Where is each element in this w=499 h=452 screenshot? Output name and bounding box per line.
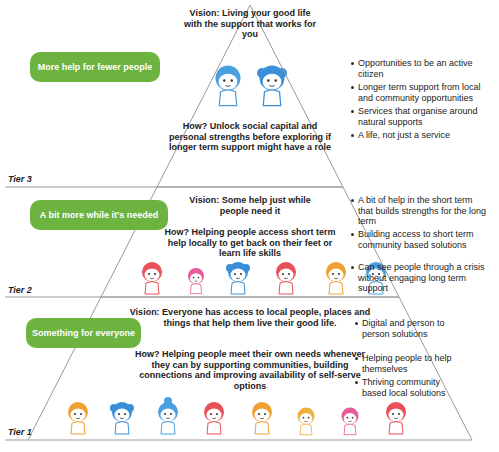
bullet-dot [351,62,354,65]
tier-pill: More help for fewer people [30,52,160,82]
how-text: How? Helping people access short term he… [163,227,337,259]
how-text: How? Unlock social capital and personal … [165,121,335,153]
bullet-text: Building access to short term community … [358,229,474,250]
pill-text: More help for fewer people [38,62,153,72]
person-figure [204,402,224,434]
bullet-text: A bit of help in the short term that bui… [358,195,486,226]
tier-pill: A bit more while it's needed [30,200,168,230]
bullet-item: A life, not just a service [358,130,493,141]
bullet-dot [355,357,358,360]
bullet-dot [355,322,358,325]
pill-text: A bit more while it's needed [40,210,158,220]
band-shape [101,187,399,297]
bullet-text: Thriving community based local solutions [362,377,446,398]
person-figure [257,66,287,106]
bullet-dot [351,199,354,202]
bullet-dot [355,381,358,384]
bullet-item: Opportunities to be an active citizen [358,58,493,79]
bullet-item: Helping people to help themselves [362,353,462,374]
bullet-dot [351,86,354,89]
bullet-item: Services that organise around natural su… [358,106,493,127]
pill-text: Something for everyone [32,328,135,338]
bullet-text: Services that organise around natural su… [358,106,478,127]
bullet-item: Building access to short term community … [358,229,490,250]
bullet-text: Helping people to help themselves [362,353,452,374]
band-shape [157,5,343,187]
person-figure [68,402,88,434]
bullet-dot [351,134,354,137]
bullet-dot [351,233,354,236]
person-figure [386,402,406,434]
bullet-item: Thriving community based local solutions [362,377,462,398]
band-shape [28,297,472,440]
tier-pill: Something for everyone [26,318,141,348]
person-figure [158,397,178,434]
person-figure [252,402,272,434]
tier-label: Tier 2 [8,285,68,296]
how-text: How? Helping people meet their own needs… [130,349,370,391]
bullet-dot [351,266,354,269]
person-figure [276,262,296,294]
person-figure [226,262,250,294]
vision-text: Vision: Living your good life with the s… [183,8,317,40]
tier-text: Tier 3 [8,174,32,184]
vision-text: Vision: Everyone has access to local peo… [120,307,380,328]
person-figure [142,262,162,294]
tier-label: Tier 1 [8,427,68,438]
person-figure [326,262,346,294]
person-figure [298,408,315,435]
bullet-text: Digital and person to person solutions [362,318,445,339]
bullet-item: Digital and person to person solutions [362,318,462,339]
vision-text: Vision: Some help just while people need… [177,195,323,216]
person-figure [342,408,359,435]
bullet-text: Longer term support from local and commu… [358,82,481,103]
person-figure [216,66,241,106]
tier-text: Tier 1 [8,427,32,437]
bullet-item: Longer term support from local and commu… [358,82,493,103]
bullet-text: Can see people through a crisis without … [358,262,485,293]
tier-label: Tier 3 [8,174,68,185]
pyramid-band: Vision: Living your good life with the s… [157,5,343,187]
person-figure [110,402,134,434]
person-figure [188,268,204,294]
tier-text: Tier 2 [8,285,32,295]
bullet-item: A bit of help in the short term that bui… [358,195,490,227]
bullet-text: Opportunities to be an active citizen [358,58,473,79]
bullet-text: A life, not just a service [358,130,450,140]
bullet-dot [351,110,354,113]
bullet-item: Can see people through a crisis without … [358,262,490,294]
